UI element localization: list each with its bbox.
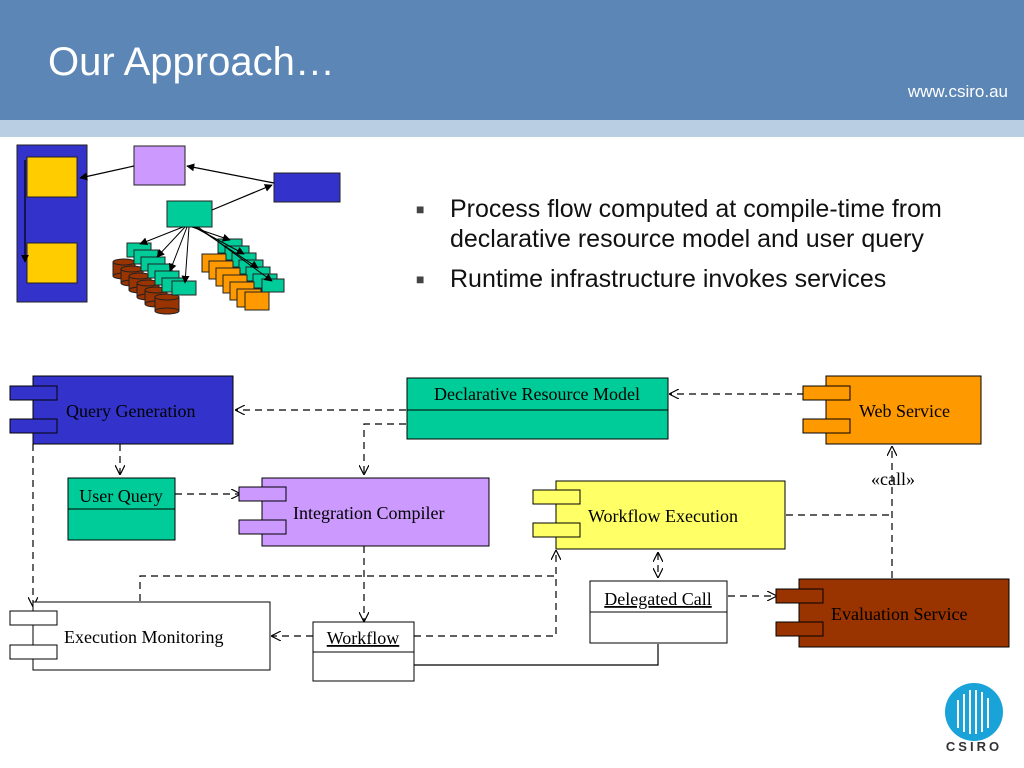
component-label: Query Generation xyxy=(66,401,195,421)
component-query-generation: Query Generation xyxy=(9,375,234,445)
class-label: Delegated Call xyxy=(604,589,711,609)
class-user-query: User Query xyxy=(67,477,176,541)
connector-monitoring-to-execution xyxy=(139,575,556,601)
component-web-service: Web Service xyxy=(802,375,982,445)
mini-brown-cylinders xyxy=(112,258,180,315)
call-stereotype-label: «call» xyxy=(871,469,915,489)
logo-circle xyxy=(945,683,1003,741)
slide-title: Our Approach… xyxy=(48,40,335,84)
class-delegated-call: Delegated Call xyxy=(589,580,728,644)
header-strip xyxy=(0,120,1024,137)
logo-text: CSIRO xyxy=(946,739,1002,754)
mini-lavender-block xyxy=(133,145,186,186)
component-workflow-execution: Workflow Execution xyxy=(532,480,786,550)
bullet-item: ■ Process flow computed at compile-time … xyxy=(412,194,992,254)
class-label: Workflow xyxy=(327,628,400,648)
component-label: Execution Monitoring xyxy=(64,627,223,647)
diagram-connectors xyxy=(33,394,892,666)
mini-arrow xyxy=(211,184,273,211)
mini-blue-block xyxy=(273,172,341,203)
class-workflow: Workflow xyxy=(312,621,415,682)
overview-illustration xyxy=(16,144,341,315)
component-integration-compiler: Integration Compiler xyxy=(238,477,490,547)
component-label: Integration Compiler xyxy=(293,503,444,523)
mini-arrow xyxy=(79,165,135,181)
bullet-list: ■ Process flow computed at compile-time … xyxy=(412,194,992,304)
bullet-square-icon: ■ xyxy=(416,201,425,217)
csiro-logo: CSIRO xyxy=(945,683,1003,754)
class-label: Declarative Resource Model xyxy=(434,384,640,404)
component-label: Evaluation Service xyxy=(831,604,967,624)
mini-yellow-block-top xyxy=(26,156,78,198)
mini-teal-block xyxy=(166,200,213,228)
site-url: www.csiro.au xyxy=(907,82,1008,101)
component-evaluation-service: Evaluation Service xyxy=(775,578,1010,648)
mini-fanout-arrows xyxy=(139,226,273,284)
component-label: Workflow Execution xyxy=(588,506,738,526)
component-execution-monitoring: Execution Monitoring xyxy=(9,601,271,671)
mini-arrow xyxy=(186,163,275,184)
header-bar xyxy=(0,0,1024,120)
bullet-square-icon: ■ xyxy=(416,271,425,287)
mini-orange-stack xyxy=(201,253,270,311)
component-label: Web Service xyxy=(859,401,950,421)
bullet-item: ■ Runtime infrastructure invokes service… xyxy=(412,264,992,294)
class-declarative-resource-model: Declarative Resource Model xyxy=(406,377,669,440)
class-label: User Query xyxy=(79,486,162,506)
connector-drm-to-compiler xyxy=(364,423,406,474)
bullet-text: Process flow computed at compile-time fr… xyxy=(450,195,942,253)
bullet-text: Runtime infrastructure invokes services xyxy=(450,265,887,293)
mini-yellow-block-bottom xyxy=(26,242,78,284)
connector-delegatedcall-workflow xyxy=(414,644,659,666)
connector-workflow-to-execution xyxy=(414,551,556,637)
logo-lines xyxy=(957,690,989,734)
